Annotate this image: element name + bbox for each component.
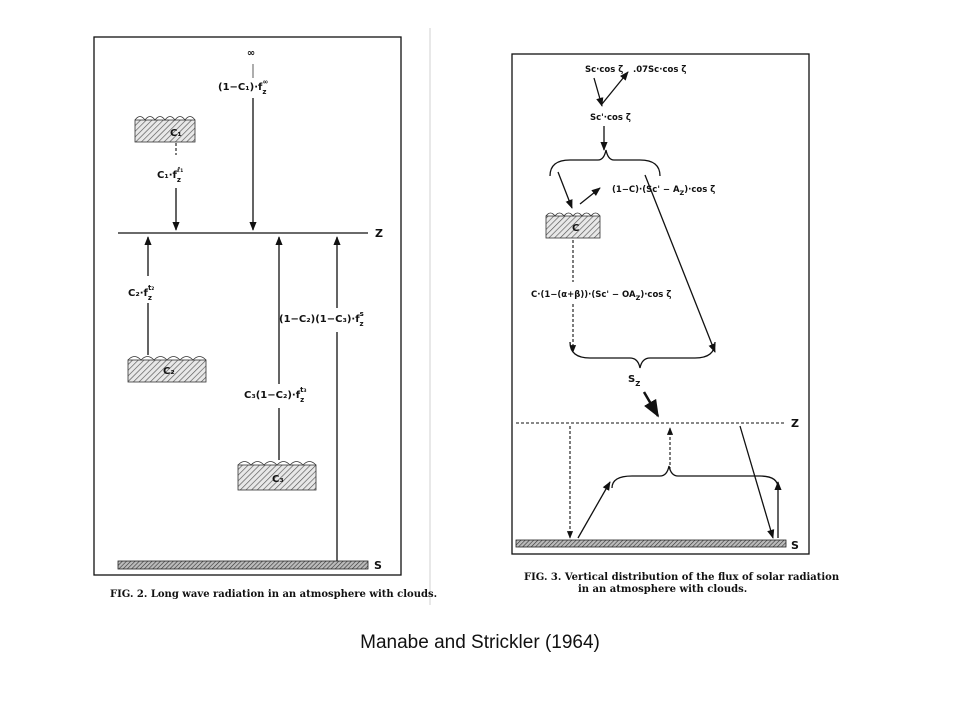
fig3-frame	[511, 53, 810, 555]
fig2-frame	[93, 36, 402, 576]
fig2-flux-ground-label: (1−C₂)(1−C₃)·fzs	[279, 310, 364, 328]
fig3-caption-line1: FIG. 3. Vertical distribution of the flu…	[524, 572, 840, 583]
fig3-ozone-arrow	[601, 71, 629, 105]
fig3-clear-path-label: (1−C)·(Sc' − AZ)·cos ζ	[612, 185, 715, 197]
fig2-cloud-c1: C₁	[134, 116, 196, 143]
fig3-cloudy-path-label: C·(1−(α+β))·(Sc' − OAZ)·cos ζ	[531, 290, 671, 302]
fig3-sum-arrow	[642, 391, 660, 418]
fig3-ground-surface	[515, 539, 787, 548]
fig3-incoming-arrow	[593, 77, 604, 107]
fig3-ground-reflect-left	[577, 481, 611, 539]
fig2-cloud-c2: C₂	[127, 356, 207, 383]
fig3-solar-diagram: Sc·cos ζ .07Sc·cos ζ Sc'·cos ζ (1−C)·(Sc…	[511, 53, 840, 595]
fig2-caption: FIG. 2. Long wave radiation in an atmosp…	[110, 589, 437, 600]
fig3-caption-line2: in an atmosphere with clouds.	[578, 584, 747, 595]
fig2-flux-top-label: (1−C₁)·fz∞	[218, 78, 268, 96]
fig3-cloud-c-label: C	[572, 223, 579, 234]
fig2-cloud-c3: C₃	[237, 461, 317, 491]
fig3-cloud-c: C	[545, 212, 601, 239]
fig2-long-wave-diagram: ∞ (1−C₁)·fz∞ C₁ C₁·fzℓ₁ Z C₂·fzt₂ C₂ C₃(…	[93, 36, 437, 600]
fig2-level-s-label: S	[374, 559, 382, 572]
fig2-cloud-c2-label: C₂	[163, 366, 175, 377]
fig3-upper-brace	[549, 149, 661, 177]
fig3-clear-sky-arrow	[644, 174, 716, 353]
fig3-ozone-abs-label: .07Sc·cos ζ	[633, 65, 686, 75]
fig3-incoming-label: Sc·cos ζ	[585, 65, 623, 75]
fig2-flux-c1-label: C₁·fzℓ₁	[157, 166, 183, 184]
fig2-cloud-c1-label: C₁	[170, 128, 182, 139]
fig3-lower-brace	[569, 341, 716, 369]
fig2-level-z-label: Z	[375, 227, 383, 240]
fig3-to-cloud-arrow	[557, 171, 573, 209]
fig3-transmit-right-arrow	[739, 425, 775, 539]
fig3-level-s-label: S	[791, 539, 799, 552]
source-credit: Manabe and Strickler (1964)	[360, 632, 600, 653]
fig3-after-ozone-label: Sc'·cos ζ	[590, 113, 631, 123]
fig3-sum-label: SZ	[628, 374, 640, 388]
fig2-infinity-symbol: ∞	[247, 48, 255, 59]
fig3-ground-brace	[611, 465, 779, 489]
fig2-cloud-c3-label: C₃	[272, 474, 284, 485]
fig3-cloud-reflect-arrow	[579, 187, 601, 205]
fig2-flux-c2-label: C₂·fzt₂	[128, 284, 154, 302]
fig2-flux-c3-label: C₃(1−C₂)·fzt₃	[244, 386, 307, 404]
fig2-ground-surface	[117, 560, 369, 570]
fig3-level-z-label: Z	[791, 417, 799, 430]
